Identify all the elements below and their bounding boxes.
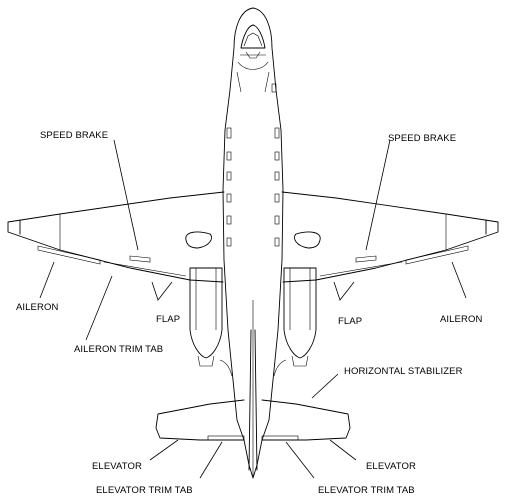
right-wing xyxy=(281,191,499,283)
horizontal-stabilizer-drawing xyxy=(155,399,351,441)
cockpit-windshield xyxy=(236,24,270,93)
label-flap-right: FLAP xyxy=(338,316,362,327)
fuselage-windows xyxy=(226,83,280,247)
label-speed-brake-left: SPEED BRAKE xyxy=(40,130,108,141)
tail-fin xyxy=(248,300,258,478)
label-aileron-right: AILERON xyxy=(440,314,482,325)
left-engine xyxy=(185,231,233,377)
label-elevator-left: ELEVATOR xyxy=(92,461,142,472)
label-flap-left: FLAP xyxy=(156,314,180,325)
label-speed-brake-right: SPEED BRAKE xyxy=(388,133,456,144)
right-elevator-trim-tab-surface xyxy=(261,435,299,441)
right-engine xyxy=(273,231,321,377)
right-aileron-surface xyxy=(405,245,469,265)
leader-lines xyxy=(39,139,467,479)
label-horizontal-stabilizer: HORIZONTAL STABILIZER xyxy=(344,366,463,377)
left-aileron-surface xyxy=(37,245,101,265)
label-elevator-right: ELEVATOR xyxy=(366,461,416,472)
left-elevator-trim-tab-surface xyxy=(207,435,245,441)
label-aileron-left: AILERON xyxy=(16,302,58,313)
label-aileron-trim-tab: AILERON TRIM TAB xyxy=(74,344,163,355)
label-elevator-trim-tab-left: ELEVATOR TRIM TAB xyxy=(96,485,193,496)
label-elevator-trim-tab-right: ELEVATOR TRIM TAB xyxy=(318,485,415,496)
left-wing xyxy=(7,191,225,283)
